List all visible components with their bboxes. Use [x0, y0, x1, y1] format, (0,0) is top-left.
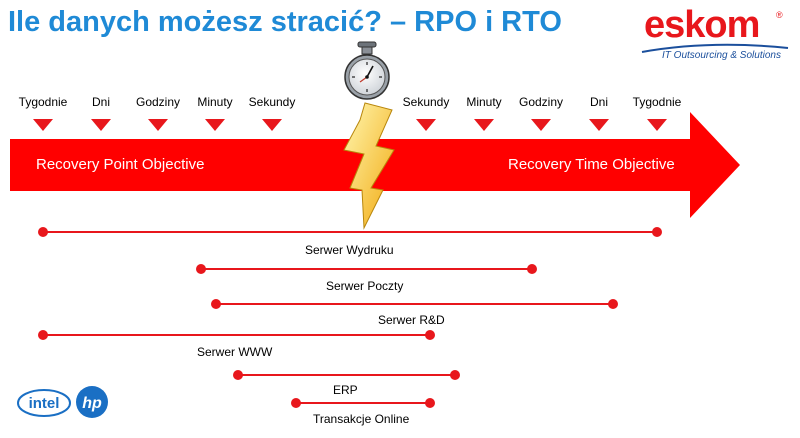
range-end-dot: [425, 398, 435, 408]
rto-label: Recovery Time Objective: [508, 156, 675, 173]
tick-marker-right-minuty: [474, 119, 494, 131]
tick-label-right-godziny: Godziny: [518, 95, 564, 109]
range-end-dot: [527, 264, 537, 274]
tick-markers: [33, 119, 667, 131]
tick-marker-right-tygodnie: [647, 119, 667, 131]
tick-marker-right-godziny: [531, 119, 551, 131]
logo-swoosh-icon: [641, 43, 789, 53]
logo-tagline: IT Outsourcing & Solutions: [662, 50, 781, 61]
tick-marker-left-sekundy: [262, 119, 282, 131]
page-title: Ile danych możesz stracić? – RPO i RTO: [8, 6, 562, 38]
range-lines: [38, 227, 662, 408]
tick-label-right-sekundy: Sekundy: [402, 95, 450, 109]
range-end-dot: [425, 330, 435, 340]
tick-label-left-tygodnie: Tygodnie: [18, 95, 68, 109]
hp-logo: hp: [76, 386, 108, 418]
tick-label-left-sekundy: Sekundy: [248, 95, 296, 109]
hp-logo-text: hp: [82, 395, 102, 412]
tick-marker-left-minuty: [205, 119, 225, 131]
tick-marker-right-sekundy: [416, 119, 436, 131]
range-start-dot: [211, 299, 221, 309]
range-start-dot: [38, 330, 48, 340]
range-label-serwer-wydruku: Serwer Wydruku: [305, 243, 394, 257]
tick-label-right-tygodnie: Tygodnie: [632, 95, 682, 109]
range-label-serwer-rd: Serwer R&D: [378, 313, 445, 327]
tick-label-right-minuty: Minuty: [466, 95, 502, 109]
logo-registered-mark: ®: [776, 10, 783, 20]
tick-marker-left-godziny: [148, 119, 168, 131]
tick-marker-left-tygodnie: [33, 119, 53, 131]
range-label-serwer-poczty: Serwer Poczty: [326, 279, 404, 293]
range-start-dot: [291, 398, 301, 408]
range-end-dot: [608, 299, 618, 309]
tick-label-left-godziny: Godziny: [135, 95, 181, 109]
stopwatch-icon: [344, 41, 390, 100]
range-end-dot: [450, 370, 460, 380]
rpo-label: Recovery Point Objective: [36, 156, 205, 173]
range-start-dot: [38, 227, 48, 237]
range-start-dot: [196, 264, 206, 274]
tick-label-right-dni: Dni: [589, 95, 609, 109]
range-label-erp: ERP: [333, 383, 358, 397]
intel-logo: intel: [17, 389, 71, 417]
eskom-logo: eskom ® IT Outsourcing & Solutions: [640, 4, 790, 70]
range-start-dot: [233, 370, 243, 380]
lightning-bolt-icon: [343, 102, 395, 230]
intel-logo-text: intel: [29, 395, 60, 412]
range-label-transakcje-online: Transakcje Online: [313, 412, 410, 426]
logo-wordmark: eskom: [644, 4, 760, 46]
tick-marker-right-dni: [589, 119, 609, 131]
range-end-dot: [652, 227, 662, 237]
range-label-serwer-www: Serwer WWW: [197, 345, 273, 359]
tick-label-left-minuty: Minuty: [197, 95, 233, 109]
tick-label-left-dni: Dni: [91, 95, 111, 109]
tick-marker-left-dni: [91, 119, 111, 131]
